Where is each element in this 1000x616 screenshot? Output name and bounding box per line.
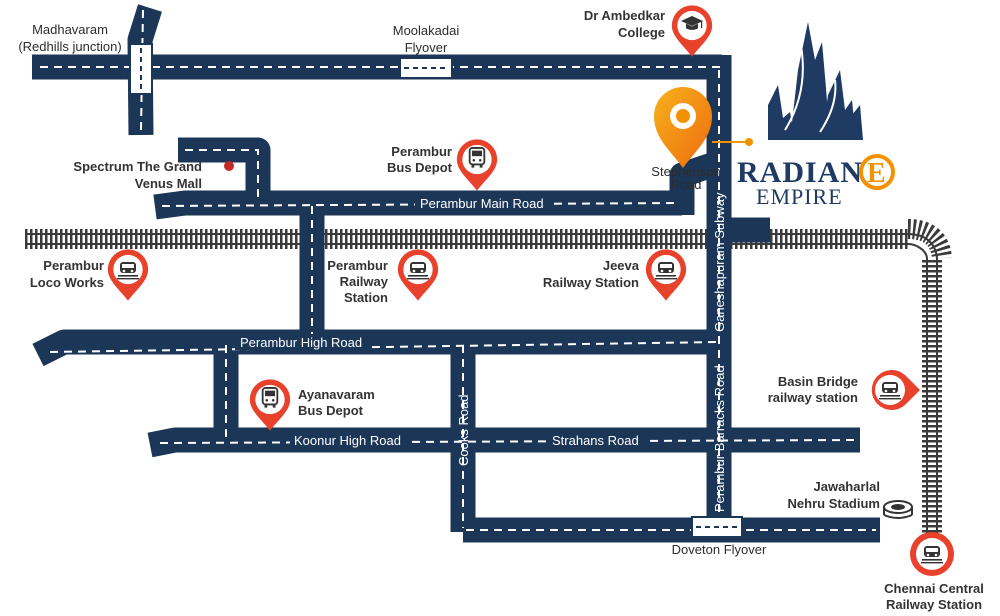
pin-perambur-railway-station — [397, 249, 439, 301]
pin-perambur-bus-depot — [456, 139, 498, 191]
basin-bridge-label: Basin Bridge — [778, 374, 858, 389]
pin-ambedkar-college — [671, 5, 713, 57]
ambedkar-college-sublabel: College — [618, 25, 665, 40]
perambur-bus-depot-sublabel: Bus Depot — [387, 160, 453, 175]
pin-chennai-central — [910, 532, 954, 576]
moolakadai-label: Moolakadai — [393, 23, 460, 38]
jeeva-station-label: Jeeva — [603, 258, 640, 273]
loco-works-label: Perambur — [43, 258, 104, 273]
mall-marker-dot — [224, 161, 234, 171]
perambur-high-road-label: Perambur High Road — [240, 335, 362, 350]
perambur-barracks-road-label: Perambur Barracks Road — [712, 365, 727, 512]
chennai-central-sublabel: Railway Station — [886, 597, 982, 612]
brand-ring — [859, 154, 895, 190]
cooks-road-label: Cooks Road — [456, 394, 471, 466]
brand-name: RADIAN — [737, 156, 863, 189]
jeeva-station-sublabel: Railway Station — [543, 275, 639, 290]
moolakadai-sublabel: Flyover — [405, 40, 448, 55]
perambur-railway-station-label-3: Station — [344, 290, 388, 305]
perambur-railway-station-label-2: Railway — [340, 274, 389, 289]
perambur-bus-depot-label: Perambur — [391, 144, 452, 159]
nehru-stadium-sublabel: Nehru Stadium — [788, 496, 880, 511]
brand-tagline: EMPIRE — [756, 184, 843, 209]
ayanavaram-bus-depot-sublabel: Bus Depot — [298, 403, 364, 418]
pin-ayanavaram-bus-depot — [249, 379, 291, 431]
chennai-central-label: Chennai Central — [884, 581, 984, 596]
brand-logo-towers — [768, 22, 863, 140]
perambur-main-road-label: Perambur Main Road — [420, 196, 544, 211]
doveton-flyover-label: Doveton Flyover — [672, 542, 767, 557]
ayanavaram-bus-depot-label: Ayanavaram — [298, 387, 375, 402]
koonur-high-road-label: Koonur High Road — [294, 433, 401, 448]
stephenson-road-sublabel: Road — [670, 177, 701, 192]
madhavaram-label: Madhavaram — [32, 22, 108, 37]
stadium-icon — [883, 500, 913, 519]
pin-loco-works — [107, 249, 149, 301]
railway-track — [25, 219, 952, 540]
map-pin-icon — [671, 5, 713, 57]
spectrum-mall-label: Spectrum The Grand — [73, 159, 202, 174]
location-marker-icon — [654, 87, 753, 168]
stephenson-road-label: Stephenson — [651, 164, 720, 179]
perambur-railway-station-label: Perambur — [327, 258, 388, 273]
loco-works-sublabel: Loco Works — [30, 275, 104, 290]
strahans-road-label: Strahans Road — [552, 433, 639, 448]
pin-jeeva-railway-station — [645, 249, 687, 301]
ganeshapuram-subway-label: Ganeshapuram Subway — [712, 192, 727, 332]
pin-basin-bridge — [871, 369, 920, 410]
brand-name-accent: E — [867, 158, 886, 189]
spectrum-mall-sublabel: Venus Mall — [135, 176, 202, 191]
road-markings — [40, 9, 876, 531]
madhavaram-sublabel: (Redhills junction) — [18, 39, 121, 54]
ambedkar-college-label: Dr Ambedkar — [584, 8, 665, 23]
nehru-stadium-label: Jawaharlal — [814, 479, 881, 494]
basin-bridge-sublabel: railway station — [768, 390, 858, 405]
